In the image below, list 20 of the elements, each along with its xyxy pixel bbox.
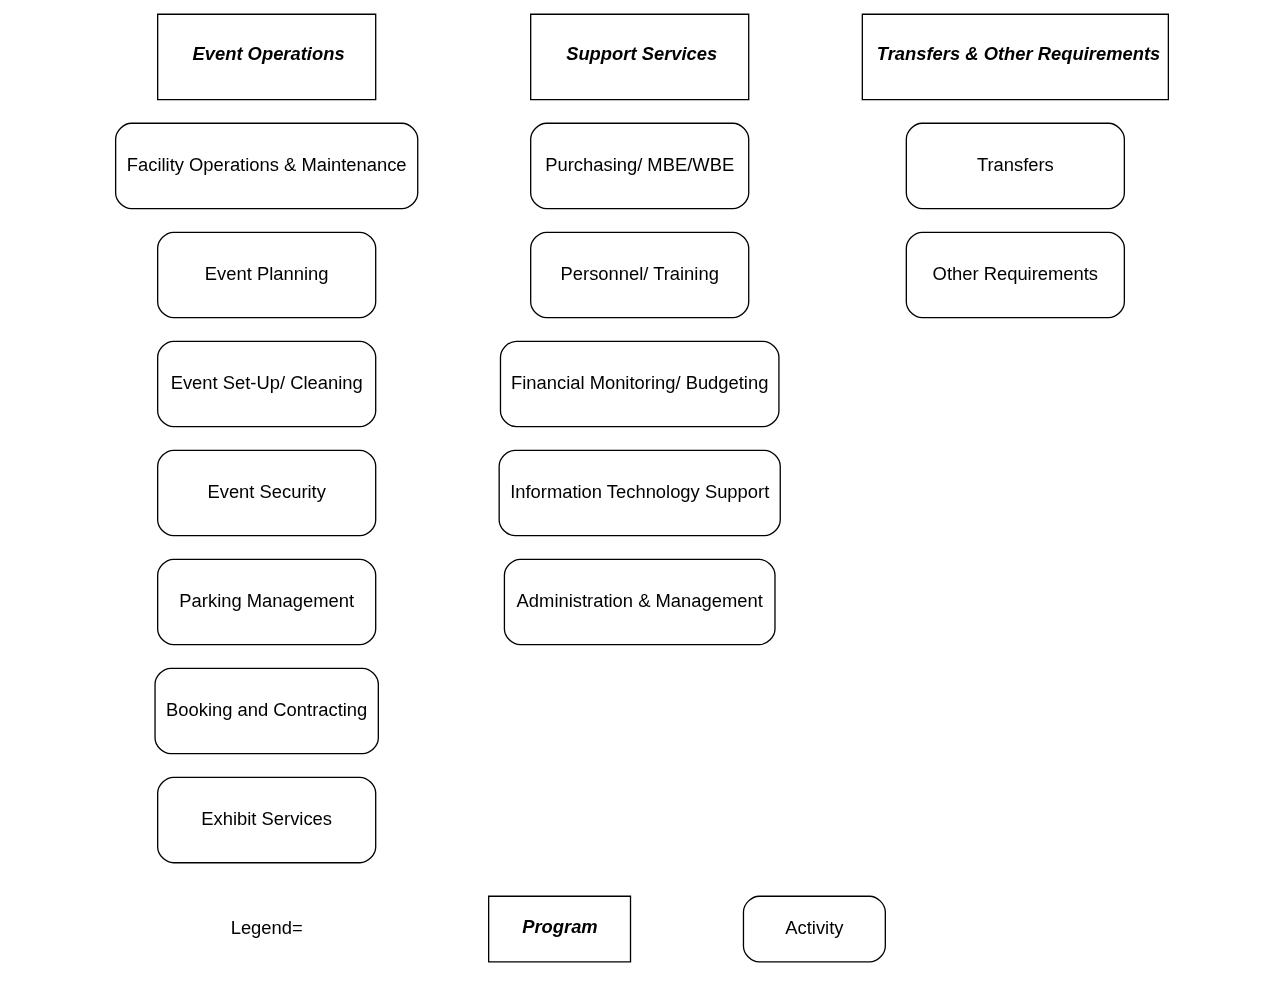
label: Legend= bbox=[230, 916, 303, 938]
legend-label: Program bbox=[521, 915, 598, 937]
node-box: Other Requirements bbox=[905, 231, 1125, 318]
node-box: Support Services bbox=[529, 13, 749, 100]
node-box: Personnel/ Training bbox=[529, 231, 749, 318]
node-box: Facility Operations & Maintenance bbox=[114, 122, 418, 209]
node-box: Event Security bbox=[156, 449, 376, 536]
node-box: Transfers bbox=[905, 122, 1125, 209]
node-box: Event Operations bbox=[156, 13, 376, 100]
node-box: Parking Management bbox=[156, 558, 376, 645]
node-box: Purchasing/ MBE/WBE bbox=[529, 122, 749, 209]
node-box: Booking and Contracting bbox=[153, 667, 379, 754]
node-box: Administration & Management bbox=[503, 558, 776, 645]
node-box: Event Set-Up/ Cleaning bbox=[156, 340, 376, 427]
node-box: Information Technology Support bbox=[498, 449, 781, 536]
node-box: Financial Monitoring/ Budgeting bbox=[499, 340, 780, 427]
legend-label: Activity bbox=[784, 916, 843, 938]
node-box: Event Planning bbox=[156, 231, 376, 318]
node-box: Transfers & Other Requirements bbox=[861, 13, 1169, 100]
node-box: Exhibit Services bbox=[156, 776, 376, 863]
